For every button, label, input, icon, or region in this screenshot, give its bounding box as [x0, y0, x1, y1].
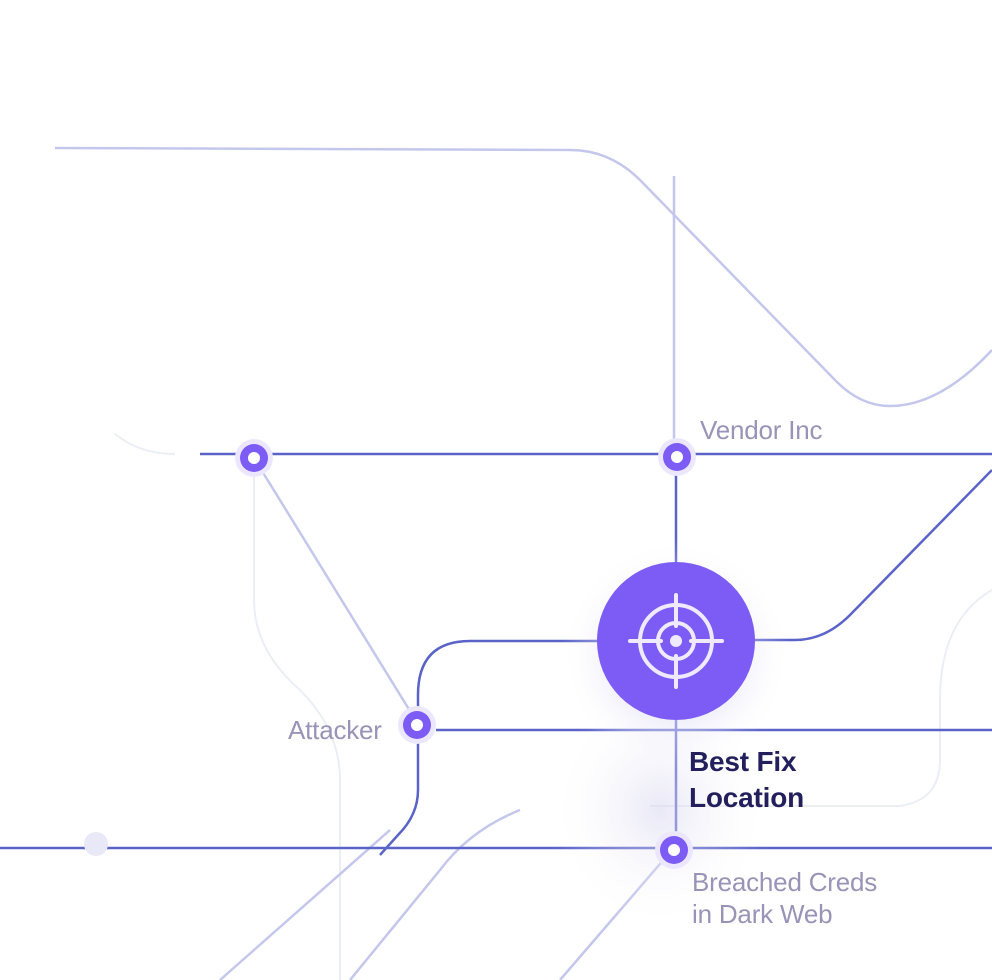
node-faint-start	[84, 832, 108, 856]
best-fix-label-line2: Location	[689, 782, 805, 813]
route-faint-left-bottom	[114, 433, 176, 455]
best-fix-label: Best Fix Location	[689, 744, 804, 816]
route-faint-left-vertical	[253, 470, 341, 980]
route-faint-right	[650, 589, 992, 807]
vendor-label: Vendor Inc	[700, 415, 823, 445]
node-breached[interactable]	[655, 831, 693, 869]
node-vendor[interactable]	[658, 438, 696, 476]
strong-routes	[0, 452, 992, 856]
breached-label-line1: Breached Creds	[692, 867, 878, 897]
breached-label: Breached Creds in Dark Web	[692, 866, 877, 930]
route-left-diagonal	[252, 457, 420, 725]
light-routes	[54, 146, 992, 980]
node-left-junction[interactable]	[235, 439, 273, 477]
node-attacker[interactable]	[398, 706, 436, 744]
route-left-low-diagonal	[219, 829, 391, 980]
route-fix-to-attacker	[379, 639, 598, 856]
route-bottom-diagonal	[349, 808, 521, 980]
background-routes	[114, 433, 992, 980]
route-top-curve	[54, 146, 992, 408]
node-best-fix[interactable]	[597, 562, 755, 720]
crosshair-target-icon	[628, 593, 724, 689]
best-fix-label-line1: Best Fix	[689, 746, 797, 777]
attacker-label: Attacker	[288, 715, 382, 745]
breached-label-line2: in Dark Web	[692, 899, 833, 929]
route-fix-to-right	[755, 469, 992, 642]
